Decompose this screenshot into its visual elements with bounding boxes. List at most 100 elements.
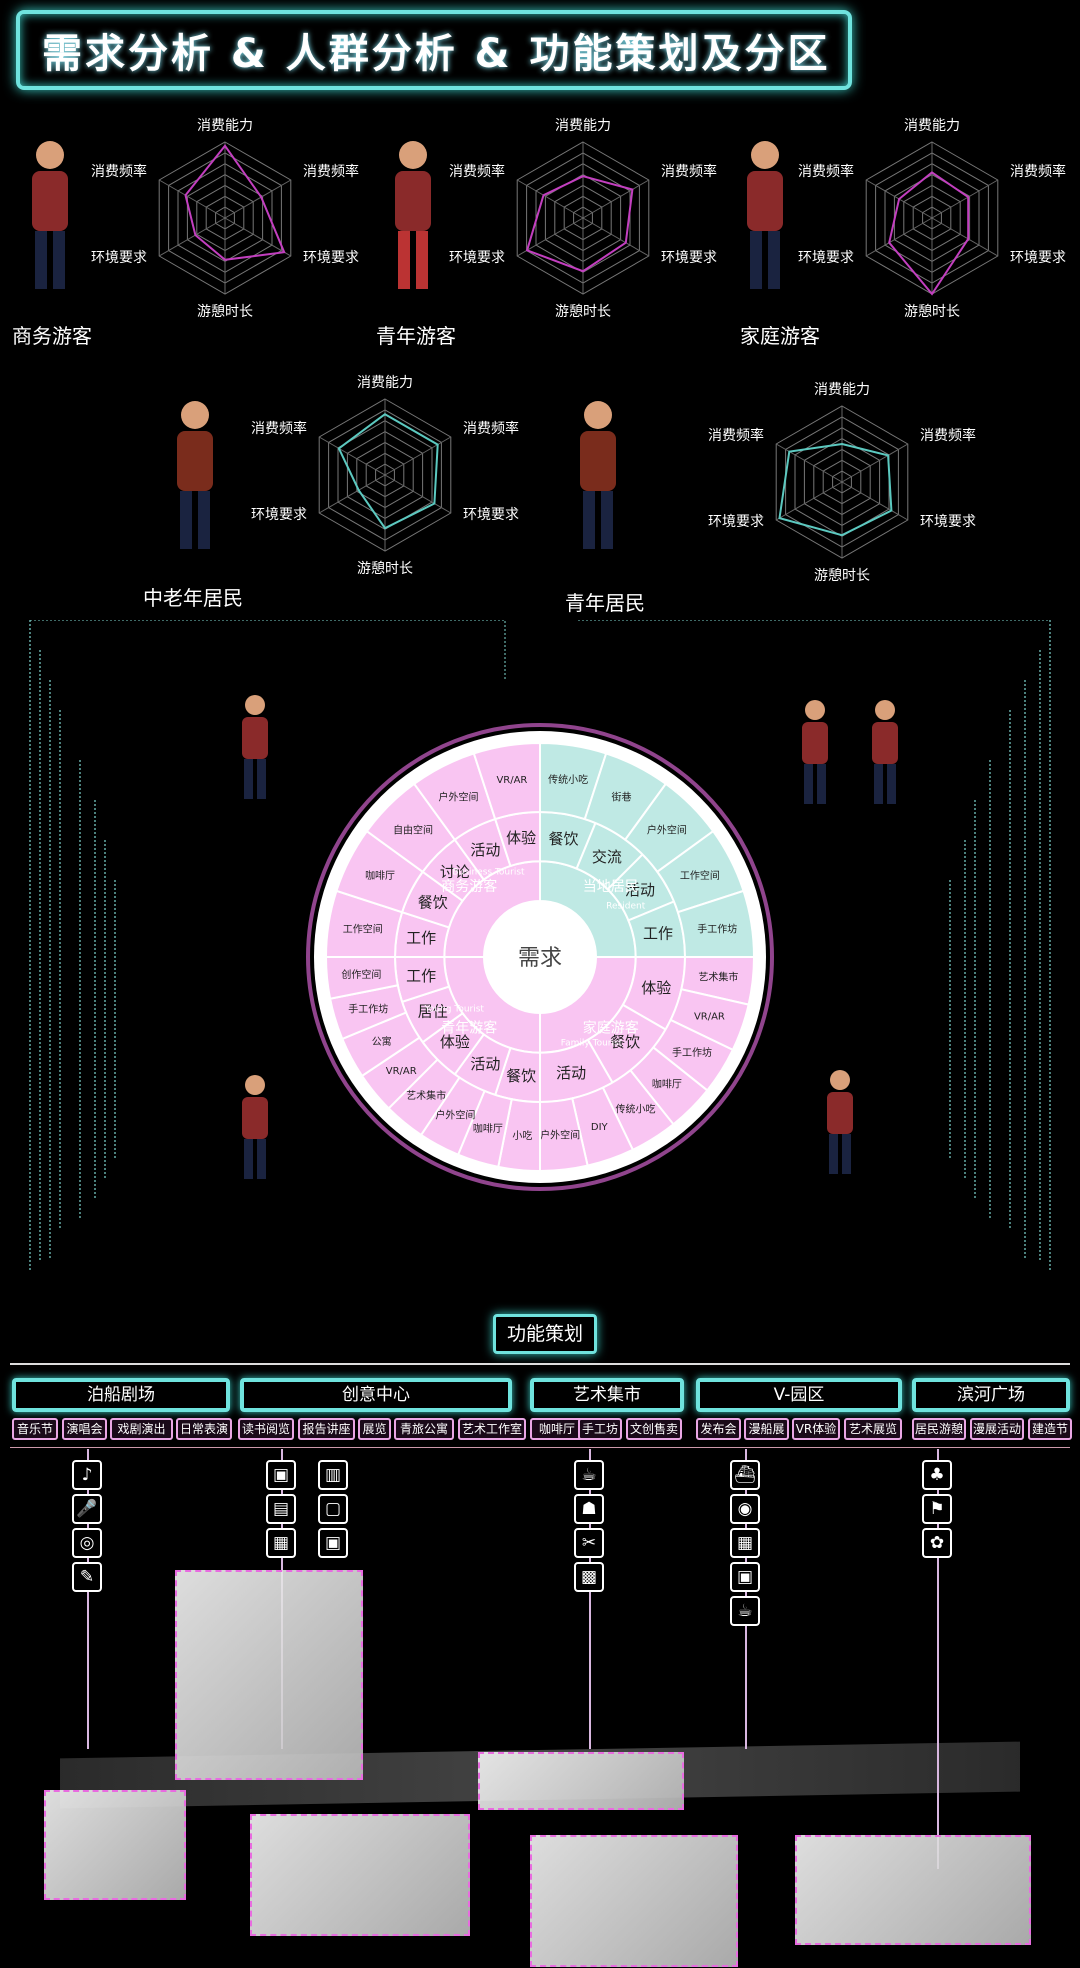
zone-tag[interactable]: 居民游憩 [912, 1418, 966, 1440]
figure-head [805, 700, 825, 720]
wheel-quadrant-en: Young Tourist [424, 1005, 485, 1015]
radar-axis-label: 消费频率 [91, 163, 147, 180]
persona-label: 青年游客 [376, 324, 456, 348]
radar-axis [841, 481, 909, 521]
function-icon: 🎤 [72, 1494, 102, 1524]
function-icon: ▩ [574, 1562, 604, 1592]
zone-tag[interactable]: 建造节 [1028, 1418, 1072, 1440]
zone-header-3[interactable]: V-园区 [696, 1378, 902, 1412]
zone-tag[interactable]: VR体验 [792, 1418, 840, 1440]
wheel-outer-label: 自由空间 [393, 823, 433, 836]
zone-tag[interactable]: 青旅公寓 [394, 1418, 454, 1440]
wheel-outer-label: VR/AR [694, 1012, 725, 1023]
wheel-outer-label: 咖啡厅 [473, 1123, 503, 1135]
function-icon: ⚑ [922, 1494, 952, 1524]
connection-line [30, 620, 506, 680]
radar-axis-label: 环境要求 [920, 514, 976, 530]
wheel-inner-label: 活动 [556, 1064, 586, 1082]
radar-axis [158, 179, 226, 219]
radar-axis-label: 环境要求 [91, 250, 147, 266]
wheel-inner-label: 餐饮 [418, 893, 448, 911]
wheel-inner-label: 居住 [418, 1003, 448, 1021]
zone-tag[interactable]: 漫船展 [744, 1418, 789, 1440]
persona-leg [180, 491, 192, 549]
function-icon: ♪ [72, 1460, 102, 1490]
zone-tag[interactable]: 日常表演 [176, 1418, 232, 1440]
zone-header-2[interactable]: 艺术集市 [530, 1378, 684, 1412]
function-icon: ✂ [574, 1528, 604, 1558]
wheel-glow [306, 723, 774, 1191]
function-icon: ♣ [922, 1460, 952, 1490]
wheel-inner-label: 工作 [643, 925, 673, 943]
radar-axis-label: 消费频率 [463, 420, 519, 437]
connection-lines [29, 620, 1051, 1270]
figure-leg [244, 759, 253, 799]
figure-leg [842, 1134, 851, 1174]
zone-tag[interactable]: 文创售卖 [626, 1418, 682, 1440]
zone-tag[interactable]: 艺术展览 [844, 1418, 902, 1440]
radar-axis-label: 消费频率 [661, 163, 717, 180]
radar-axis [224, 217, 292, 257]
function-icon: ⛴ [730, 1460, 760, 1490]
zone-tag[interactable]: 读书阅览 [238, 1418, 294, 1440]
zone-tag[interactable]: 艺术工作室 [458, 1418, 526, 1440]
radar-series [888, 171, 970, 296]
function-icon: ▢ [318, 1494, 348, 1524]
function-icon: ✎ [72, 1562, 102, 1592]
figure-leg [829, 1134, 838, 1174]
persona-body [747, 171, 783, 231]
function-icon: ▦ [730, 1528, 760, 1558]
wheel-inner-label: 体验 [641, 979, 671, 997]
radar-axis-label: 游憩时长 [197, 303, 253, 320]
radar-axis-label: 环境要求 [463, 507, 519, 523]
persona-leg [583, 491, 595, 549]
zone-tag[interactable]: 发布会 [696, 1418, 741, 1440]
persona-leg [53, 231, 65, 289]
zone-tag[interactable]: 漫展活动 [970, 1418, 1024, 1440]
persona-leg [398, 231, 410, 289]
wheel-inner-label: 体验 [506, 829, 536, 847]
radar-axis-label: 消费能力 [197, 118, 253, 134]
zone-tag[interactable]: 戏剧演出 [110, 1418, 173, 1440]
radar-series [337, 413, 439, 530]
radar-axis [931, 179, 999, 219]
site-dashed-frame [530, 1835, 738, 1967]
page-title: 需求分析 & 人群分析 & 功能策划及分区 [42, 31, 831, 77]
wheel-inner-label: 体验 [440, 1033, 470, 1051]
persona-leg [768, 231, 780, 289]
zone-tag[interactable]: 报告讲座 [298, 1418, 355, 1440]
wheel-outer-label: 工作空间 [680, 869, 720, 882]
zone-tag[interactable]: 手工坊 [578, 1418, 622, 1440]
wheel-inner-label: 活动 [470, 1055, 500, 1073]
figure-leg [244, 1139, 253, 1179]
radar-axis-label: 游憩时长 [555, 303, 611, 320]
figure-body [802, 722, 828, 764]
persona-radar-panel: 商务游客消费能力消费频率环境要求游憩时长环境要求消费频率青年游客消费能力消费频率… [12, 118, 1066, 615]
wheel-inner-label: 讨论 [440, 863, 470, 881]
wheel-inner-label: 工作 [406, 967, 436, 985]
figure-head [245, 695, 265, 715]
radar-axis-label: 环境要求 [1010, 250, 1066, 266]
wheel-center [484, 901, 596, 1013]
zone-header-4[interactable]: 滨河广场 [912, 1378, 1070, 1412]
function-icon: ☕ [730, 1596, 760, 1626]
zone-tag[interactable]: 音乐节 [12, 1418, 58, 1440]
zone-tag[interactable]: 展览 [358, 1418, 391, 1440]
zone-tag[interactable]: 咖啡厅 [530, 1418, 584, 1440]
wheel-outer-label: 街巷 [611, 790, 631, 803]
radar-axis [224, 179, 292, 219]
radar-axis-label: 消费频率 [449, 163, 505, 180]
radar-axis-label: 游憩时长 [814, 567, 870, 584]
wheel-outer-label: 手工作坊 [697, 922, 737, 935]
figure-leg [257, 759, 266, 799]
wheel-outer-label: 公寓 [372, 1035, 392, 1048]
radar-axis-label: 环境要求 [449, 250, 505, 266]
zone-header-0[interactable]: 泊船剧场 [12, 1378, 230, 1412]
persona-head [181, 401, 209, 429]
zone-tag[interactable]: 演唱会 [62, 1418, 107, 1440]
zone-header-1[interactable]: 创意中心 [240, 1378, 512, 1412]
wheel-outer-label: VR/AR [496, 775, 527, 786]
